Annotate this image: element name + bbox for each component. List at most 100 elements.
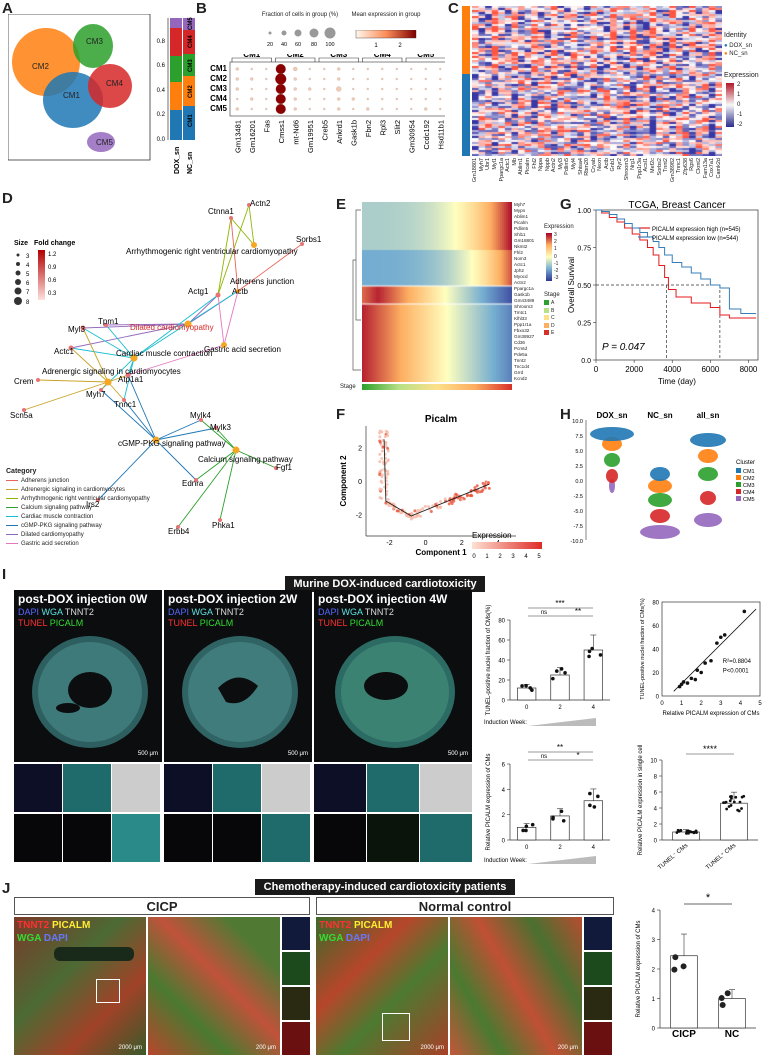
j-normal-scale2: 200 μm xyxy=(557,1045,578,1051)
j-title-cicp: CICP xyxy=(14,897,310,915)
bar-point xyxy=(521,828,525,833)
d-gene-actg1: Actg1 xyxy=(188,287,209,296)
c-expression-title: Expression xyxy=(724,72,759,79)
b-gene-rpl3: Rpl3 xyxy=(378,120,387,135)
panel-d-network: Size 3 4 5 6 7 8 Fold change 1.2 0.9 0.6… xyxy=(10,200,322,536)
b-dot xyxy=(395,67,398,71)
e-stage-item: E xyxy=(544,330,554,336)
h-group: all_sn xyxy=(697,411,720,420)
c-exp-tick-1: 1 xyxy=(737,92,741,98)
i-zoom-tile xyxy=(367,814,419,862)
h-group: DOX_sn xyxy=(596,411,627,420)
h-ytick: 10.0 xyxy=(572,419,583,425)
e-gene-label: Actn2 xyxy=(514,280,526,285)
i-bar1-sig: ** xyxy=(575,607,581,616)
e-expr-title: Expression xyxy=(544,224,574,230)
panel-label-f: F xyxy=(336,406,346,423)
e-stage-bar xyxy=(362,384,512,390)
c-gene-label: Myl4 xyxy=(570,158,577,170)
d-fold-title: Fold change xyxy=(34,240,75,247)
d-size-3: 3 xyxy=(26,254,30,260)
b-dot xyxy=(293,87,297,91)
i-stain1-2w: DAPI WGA TNNT2 xyxy=(168,607,244,617)
i-zoom-tile xyxy=(420,764,472,812)
e-expr-tick: -3 xyxy=(554,275,559,282)
bar-ytick: 2 xyxy=(652,968,656,974)
b-dot xyxy=(250,97,254,101)
i-stain1-0w: DAPI WGA TNNT2 xyxy=(18,607,94,617)
c-gene-label: Camk2d xyxy=(715,158,722,179)
sc-point xyxy=(699,670,703,675)
j-image-normal-overview: TNNT2 PICALM WGA DAPI 2000 μm xyxy=(316,917,448,1055)
h-legend-item: CM4 xyxy=(743,490,755,496)
sc-point xyxy=(689,676,694,681)
b-gene-fbn2: Fbn2 xyxy=(364,120,373,137)
f-trajectory-path xyxy=(383,439,490,517)
d-category-item: cGMP-PKG signaling pathway xyxy=(6,522,186,531)
b-dot xyxy=(352,107,355,111)
c-gene-label: Myl3 xyxy=(557,158,564,170)
e-gene-label: Grrd xyxy=(514,370,524,375)
i-zoom-tile xyxy=(14,764,62,812)
h-ytick: 7.5 xyxy=(575,434,583,440)
c-gene-label: Nppa xyxy=(538,158,545,172)
e-gene-label: Kcnd2 xyxy=(514,376,528,381)
f-legend-tick: 3 xyxy=(511,554,515,560)
d-size-title: Size xyxy=(14,240,28,247)
j-cicp-stain1: TNNT2 PICALM xyxy=(17,920,91,931)
b-gene-hsd11b1: Hsd11b1 xyxy=(436,120,445,149)
b-color-legend: 1 2 xyxy=(355,30,417,49)
b-dot xyxy=(323,77,326,81)
e-gene-label: Klhl33 xyxy=(514,316,527,321)
b-dot xyxy=(366,87,369,91)
bar-point xyxy=(740,807,743,810)
i-bar2-xlabel: Induction Week: xyxy=(484,858,527,864)
umap-cluster-cm5 xyxy=(87,132,115,152)
d-size-5: 5 xyxy=(26,272,30,278)
e-gene-label: Gm18801 xyxy=(514,238,535,243)
b-size-legend-title: Fraction of cells in group (%) xyxy=(261,12,339,18)
d-pathway-cardiac: Cardiac muscle contraction xyxy=(116,349,212,358)
panel-label-f-g: G xyxy=(560,196,572,213)
e-expr-tick: 1 xyxy=(554,246,557,253)
e-gene-label: Actc1 xyxy=(514,262,526,267)
c-gene-label: Ablim1 xyxy=(518,158,525,175)
b-dot xyxy=(250,87,253,91)
h-violin-part xyxy=(698,449,718,463)
bar-point xyxy=(551,815,555,820)
bar-ytick: 40 xyxy=(498,659,505,665)
sc-point xyxy=(685,681,690,685)
b-dot xyxy=(381,77,384,81)
panel-label-a: A xyxy=(2,0,13,17)
e-gene-label: Nkmt2 xyxy=(514,244,528,249)
b-dot xyxy=(323,97,326,101)
b-dot xyxy=(410,107,413,111)
i-zoom-tiles xyxy=(14,764,472,864)
a-ytick-1: 0.2 xyxy=(157,112,166,118)
panel-c-heatmap xyxy=(472,6,722,156)
a-ytick-4: 0.8 xyxy=(157,39,166,45)
h-ytick: 5.0 xyxy=(575,449,583,455)
bar-point xyxy=(524,828,528,833)
b-dot xyxy=(235,77,239,81)
b-dot xyxy=(275,63,286,75)
e-gene-label: Nom3 xyxy=(514,256,527,261)
g-legend-high: PICALM expression high (n=545) xyxy=(652,227,741,233)
b-dot xyxy=(424,67,427,71)
bar-point xyxy=(724,990,731,997)
bar-ytick: 4 xyxy=(654,807,658,813)
f-legend-tick: 1 xyxy=(485,554,489,560)
d-gene-ednra: Ednra xyxy=(182,479,204,488)
b-size-legend: 20 40 60 80 100 xyxy=(267,27,336,48)
bar-ylabel: TUNEL-positive nuclei fraction of CMs(%) xyxy=(486,605,492,716)
bar-point xyxy=(596,794,600,799)
b-dot xyxy=(439,77,442,81)
panel-label-j: J xyxy=(2,880,11,897)
c-gene-label: Cryab xyxy=(590,158,597,173)
i-zoom-tile xyxy=(164,814,212,862)
c-gene-label: Rgs6 xyxy=(689,158,696,171)
d-gene-actc1: Actc1 xyxy=(54,347,75,356)
h-violin-part xyxy=(590,427,634,441)
j-cicp-scale: 2000 μm xyxy=(118,1045,142,1051)
